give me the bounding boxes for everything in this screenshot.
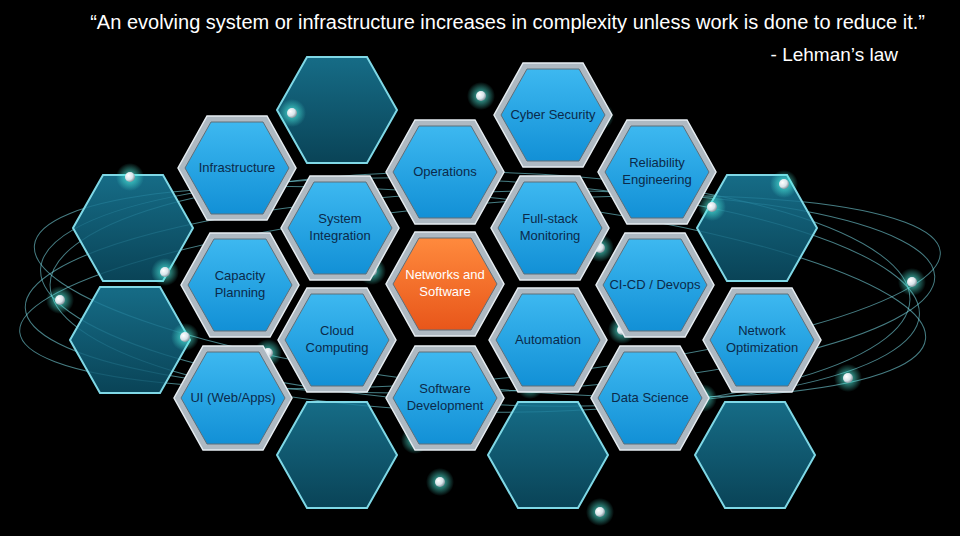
hexagon-node: Capacity Planning xyxy=(180,232,300,338)
quote-attribution: - Lehman’s law xyxy=(771,44,898,66)
hexagon-node: Infrastructure xyxy=(177,115,297,221)
hexagon-label: System Integration xyxy=(294,211,386,245)
hexagon-node: Cyber Security xyxy=(493,62,613,168)
hexagon-label: Network Optimization xyxy=(716,323,808,357)
hexagon-label-box: Full-stack Monitoring xyxy=(490,175,610,281)
hexagon-label-box: Automation xyxy=(488,287,608,393)
hexagon-label-box: UI (Web/Apps) xyxy=(173,345,293,451)
hexagon-label-box: Capacity Planning xyxy=(180,232,300,338)
quote-title: “An evolving system or infrastructure in… xyxy=(20,10,925,34)
hexagon-label: Cyber Security xyxy=(510,107,595,124)
hexagon-node: System Integration xyxy=(280,175,400,281)
hexagon-label: Networks and Software xyxy=(399,267,491,301)
hexagon-node: Network Optimization xyxy=(702,287,822,393)
hexagon-label-box: Software Development xyxy=(385,345,505,451)
hexagon-label-box: Networks and Software xyxy=(385,231,505,337)
hexagon-label: CI-CD / Devops xyxy=(609,277,700,294)
hexagon-node: CI-CD / Devops xyxy=(595,232,715,338)
hexagon-node: UI (Web/Apps) xyxy=(173,345,293,451)
hexagon-node: Operations xyxy=(385,119,505,225)
hexagon-node: Automation xyxy=(488,287,608,393)
hexagon-node: Reliability Engineering xyxy=(597,119,717,225)
hexagon-node: Full-stack Monitoring xyxy=(490,175,610,281)
hexagon-label-box: Network Optimization xyxy=(702,287,822,393)
hexagon-label-box: Cloud Computing xyxy=(277,287,397,393)
hexagon-node: Data Science xyxy=(590,345,710,451)
hexagon-label: Infrastructure xyxy=(199,160,276,177)
hexagon-label: UI (Web/Apps) xyxy=(190,390,275,407)
hexagon-node: Networks and Software xyxy=(385,231,505,337)
hexagon-label-box: Data Science xyxy=(590,345,710,451)
hexagon-label: Software Development xyxy=(399,381,491,415)
hexagon-label: Full-stack Monitoring xyxy=(504,211,596,245)
hexagon-node: Software Development xyxy=(385,345,505,451)
hexagon-label: Operations xyxy=(413,164,477,181)
hexagon-label: Reliability Engineering xyxy=(611,155,703,189)
hexagon-label-box: Reliability Engineering xyxy=(597,119,717,225)
hexagon-label-box: Infrastructure xyxy=(177,115,297,221)
hexagon-label-box: Cyber Security xyxy=(493,62,613,168)
hexagon-label-box: Operations xyxy=(385,119,505,225)
hexagon-label: Data Science xyxy=(611,390,688,407)
hexagon-label-box: CI-CD / Devops xyxy=(595,232,715,338)
hexagon-node: Cloud Computing xyxy=(277,287,397,393)
hexagon-label: Capacity Planning xyxy=(194,268,286,302)
hexagon-label: Cloud Computing xyxy=(291,323,383,357)
hexagon-label: Automation xyxy=(515,332,581,349)
hexagon-label-box: System Integration xyxy=(280,175,400,281)
